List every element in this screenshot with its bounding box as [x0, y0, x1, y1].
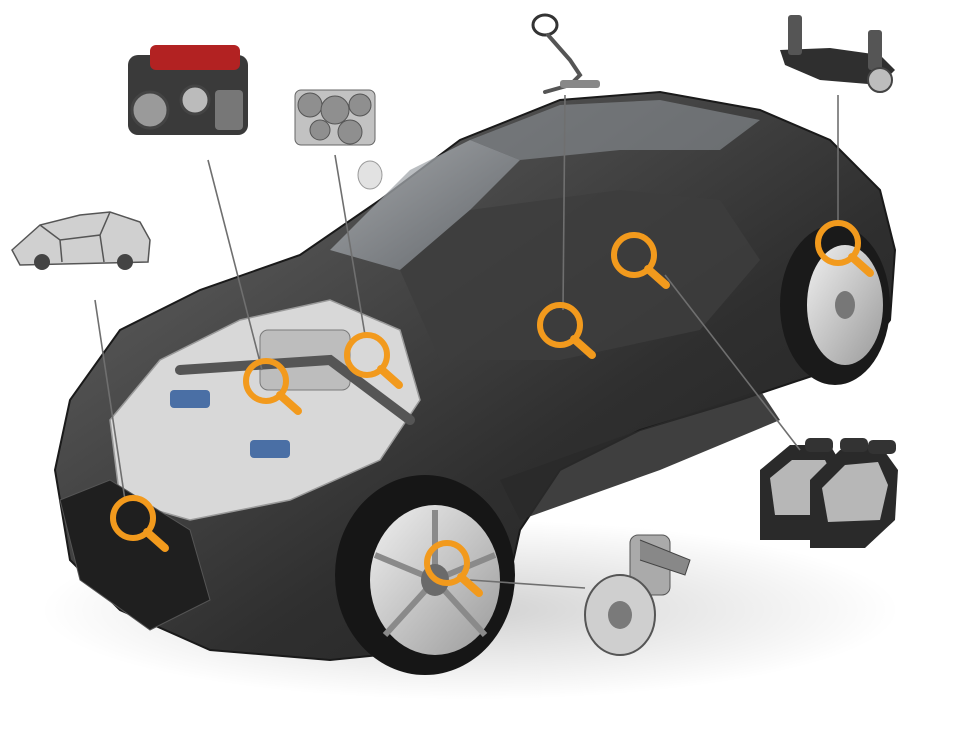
magnifier-icon — [110, 495, 169, 552]
magnifier-icon — [611, 232, 670, 289]
car-body-frame-icon[interactable] — [11, 211, 151, 270]
windshield — [330, 140, 520, 270]
hotspot-front[interactable] — [110, 495, 169, 552]
strut-left — [170, 390, 210, 408]
hotspot-gearbox-area[interactable] — [344, 332, 403, 389]
roof-glass — [470, 100, 760, 160]
magnifier-icon — [243, 358, 302, 415]
front-wheel — [335, 475, 515, 675]
hotspot-engine-bay[interactable] — [243, 358, 302, 415]
brake-disc-icon[interactable] — [584, 534, 691, 656]
rear-axle-icon[interactable] — [780, 15, 895, 93]
side-mirror — [357, 160, 383, 190]
magnifier-icon — [815, 220, 874, 277]
hotspot-cabin-seat[interactable] — [611, 232, 670, 289]
front-grille — [59, 479, 211, 631]
leader-lines — [94, 94, 839, 589]
magnifier-icon — [344, 332, 403, 389]
car-cutaway — [53, 90, 897, 675]
magnifier-icon — [537, 302, 596, 359]
side-sill — [500, 390, 780, 520]
magnifier-icon — [424, 540, 483, 597]
strut-brace — [175, 354, 415, 425]
engine-icon[interactable] — [128, 45, 248, 135]
strut-right — [250, 440, 290, 458]
car-seat-icon[interactable] — [760, 438, 898, 548]
hotspot-cabin-center[interactable] — [537, 302, 596, 359]
gearbox-icon[interactable] — [294, 89, 376, 146]
rear-wheel — [780, 225, 890, 385]
hotspot-front-wheel[interactable] — [424, 540, 483, 597]
steering-wheel-icon[interactable] — [531, 13, 600, 94]
hotspot-rear-wheel[interactable] — [815, 220, 874, 277]
cabin-interior — [400, 190, 760, 360]
